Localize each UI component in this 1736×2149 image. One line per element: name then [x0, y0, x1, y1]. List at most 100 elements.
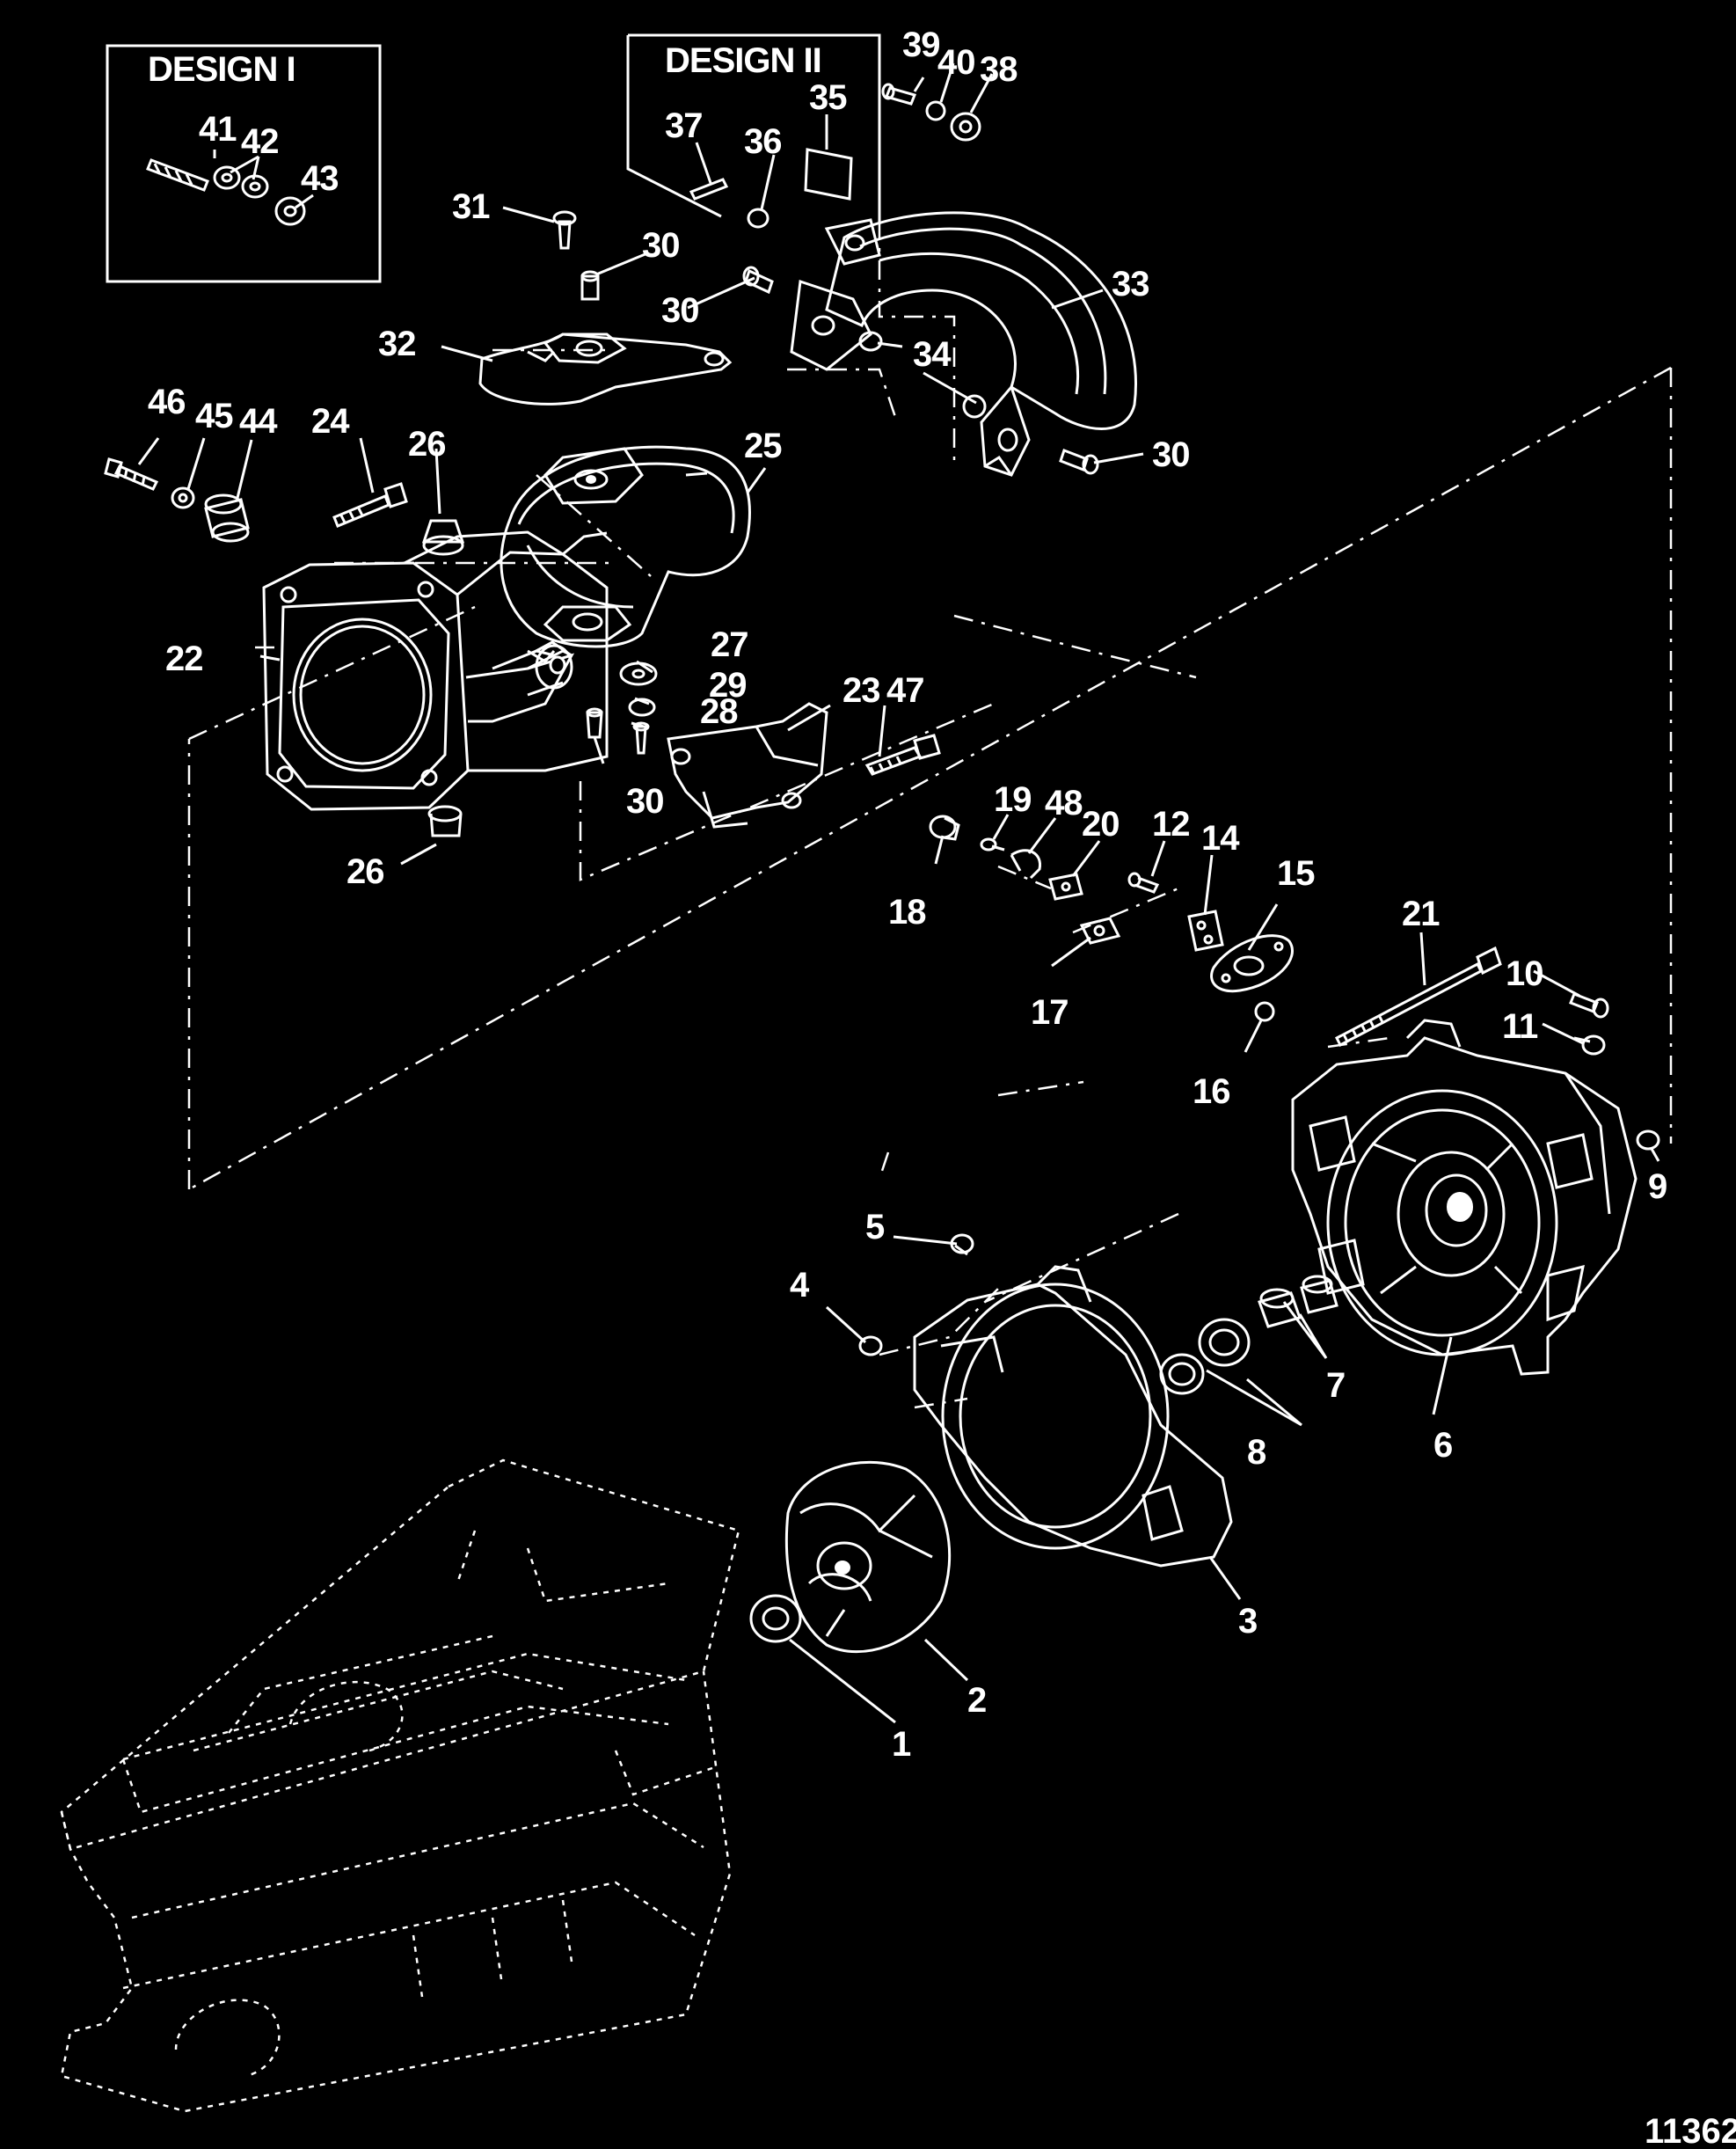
- callout-36: 36: [744, 122, 782, 161]
- part-44-spacer: [204, 493, 250, 543]
- callout-42: 42: [241, 122, 279, 161]
- design-ii-box: DESIGN II: [626, 33, 881, 229]
- callout-43: 43: [301, 159, 339, 198]
- callout-4: 4: [790, 1266, 810, 1305]
- part-46-bolt: [104, 457, 159, 491]
- callout-33: 33: [1112, 265, 1149, 303]
- part-7-bearings: [1258, 1275, 1338, 1328]
- part-20-bracket: [1048, 873, 1083, 901]
- part-30-screw-d: [586, 707, 603, 739]
- callout-48: 48: [1045, 784, 1083, 822]
- part-26-plug-upper: [421, 519, 465, 556]
- callout-29: 29: [709, 666, 747, 705]
- callout-28: 28: [700, 692, 738, 731]
- callout-9: 9: [1648, 1167, 1667, 1206]
- callout-1: 1: [892, 1725, 911, 1764]
- callout-30-d: 30: [626, 782, 664, 821]
- part-21-stud: [1335, 946, 1502, 1048]
- part-38-bushing: [950, 112, 981, 142]
- part-30-screw-c: [1059, 449, 1099, 475]
- callout-16: 16: [1193, 1072, 1230, 1111]
- part-35-plate: [804, 148, 853, 201]
- callout-19: 19: [994, 780, 1032, 819]
- part-39-screw: [881, 83, 917, 106]
- callout-45: 45: [195, 397, 233, 435]
- part-11-plug: [1573, 1034, 1606, 1056]
- part-17-sensor: [1079, 917, 1121, 945]
- part-40-washer: [925, 100, 946, 121]
- callout-12: 12: [1152, 805, 1190, 844]
- callout-20: 20: [1082, 805, 1120, 844]
- callout-10: 10: [1506, 954, 1543, 993]
- callout-24: 24: [311, 402, 350, 441]
- part-9-plug: [1636, 1129, 1660, 1151]
- part-30-screw-b: [742, 266, 774, 295]
- part-23-bracket: [667, 702, 828, 829]
- design-ii-label: DESIGN II: [665, 41, 821, 80]
- callout-3: 3: [1238, 1602, 1257, 1641]
- callout-32: 32: [378, 325, 416, 363]
- part-14-gasket: [1187, 910, 1224, 952]
- callout-22: 22: [165, 640, 203, 678]
- part-3-wear-housing: [913, 1265, 1233, 1568]
- callout-46: 46: [148, 383, 186, 421]
- part-41-stud: [146, 158, 209, 192]
- design-i-label: DESIGN I: [148, 50, 295, 89]
- callout-38: 38: [980, 50, 1018, 89]
- part-47-bolt: [864, 734, 941, 776]
- callout-14: 14: [1201, 819, 1240, 858]
- part-32-tiller-arm: [478, 333, 733, 406]
- callout-37: 37: [665, 106, 703, 145]
- leader-lines: [137, 62, 1660, 1724]
- part-6-pump-housing: [1291, 1019, 1638, 1376]
- callout-47: 47: [886, 671, 924, 710]
- phantom-hull-mount: [60, 1458, 740, 2113]
- part-10-screw: [1569, 992, 1609, 1019]
- callout-27: 27: [711, 625, 748, 664]
- callout-39: 39: [902, 26, 940, 64]
- callout-labels: 41 42 43 37 36 35 39 40 38 31 30 30 33 3…: [148, 26, 1667, 1764]
- callout-8: 8: [1247, 1433, 1266, 1472]
- callout-35: 35: [809, 78, 847, 117]
- part-29-nut: [628, 698, 656, 717]
- callout-25: 25: [744, 427, 782, 465]
- callout-26-a: 26: [408, 425, 446, 464]
- part-16-nut: [1254, 1001, 1275, 1022]
- callout-30-a: 30: [642, 226, 680, 265]
- part-45-washer: [171, 486, 195, 509]
- part-24-bolt: [332, 482, 408, 528]
- part-18-plug: [929, 815, 960, 841]
- part-2-impeller: [784, 1460, 952, 1654]
- callout-11: 11: [1502, 1007, 1538, 1046]
- callout-18: 18: [888, 893, 926, 932]
- part-31-screw: [552, 210, 577, 250]
- part-28-screw: [632, 721, 650, 755]
- callout-7: 7: [1326, 1366, 1345, 1405]
- part-34-nut-a: [858, 331, 883, 352]
- figure-number: 11362: [1645, 2112, 1736, 2149]
- callout-2: 2: [967, 1681, 986, 1720]
- part-30-screw-a: [580, 270, 600, 301]
- part-25-steering-nozzle: [500, 445, 751, 648]
- part-12-screw: [1127, 872, 1160, 894]
- callout-26-b: 26: [346, 852, 384, 891]
- callout-17: 17: [1031, 993, 1069, 1032]
- part-43-nut: [274, 196, 306, 226]
- callout-30-b: 30: [661, 291, 699, 330]
- part-1-washer: [749, 1594, 802, 1643]
- callout-5: 5: [865, 1208, 885, 1246]
- part-8-seals: [1159, 1318, 1251, 1395]
- part-22-nozzle-housing: [262, 530, 609, 811]
- callout-34: 34: [913, 335, 952, 374]
- callout-6: 6: [1433, 1426, 1452, 1465]
- part-15-cover: [1210, 934, 1294, 993]
- callout-21: 21: [1402, 895, 1440, 933]
- callout-31: 31: [452, 187, 490, 226]
- callout-44: 44: [239, 402, 278, 441]
- part-19-screw: [980, 837, 1005, 852]
- part-26-plug-lower: [427, 805, 463, 837]
- part-42-washers: [213, 165, 269, 199]
- callout-40: 40: [937, 43, 975, 82]
- callout-15: 15: [1277, 854, 1315, 893]
- callout-30-c: 30: [1152, 435, 1190, 474]
